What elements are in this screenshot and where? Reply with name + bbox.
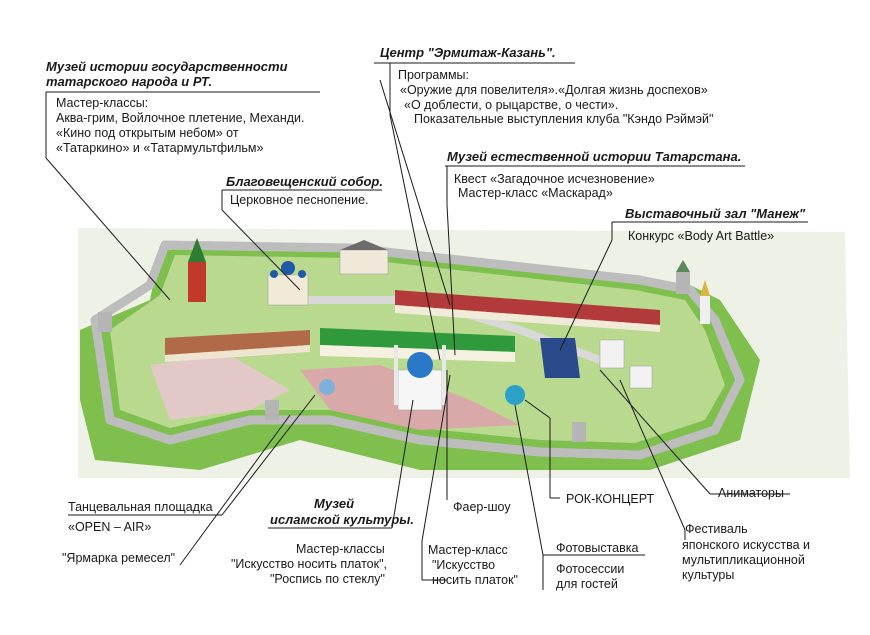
fair-label: "Ярмарка ремесел" xyxy=(62,551,176,565)
dance-line-1: Танцевальная площадка xyxy=(68,500,213,514)
islamic-line-2: "Искусство носить платок", xyxy=(231,557,387,571)
fountain-dome xyxy=(505,385,525,405)
fountain-small xyxy=(319,379,335,395)
photo-line-2: Фотосессии xyxy=(556,562,625,576)
festival-line-2: японского искусства и xyxy=(682,538,810,552)
master-class-line-3: носить платок" xyxy=(432,573,518,587)
museum-tatar-line-3: «Кино под открытым небом» от xyxy=(56,126,239,140)
master-class-line-1: Мастер-класс xyxy=(428,543,508,557)
dance-line-2: «OPEN – AIR» xyxy=(68,520,152,534)
plaza-left xyxy=(150,355,290,420)
festival-line-1: Фестиваль xyxy=(685,522,748,536)
west-building xyxy=(165,330,310,355)
rock-label: РОК-КОНЦЕРТ xyxy=(566,492,655,506)
cathedral-line-1: Церковное песнопение. xyxy=(230,193,369,207)
museum-tatar-line-1: Мастер-классы: xyxy=(56,96,149,110)
manezh-line-1: Конкурс «Body Art Battle» xyxy=(628,229,775,243)
festival-line-3: мультипликационной xyxy=(682,553,805,567)
photo-line-1: Фотовыставка xyxy=(556,541,639,555)
leader-lines xyxy=(45,62,808,590)
museum-tatar-title-2: татарского народа и РТ. xyxy=(46,74,213,89)
kremlin-wall xyxy=(90,240,745,460)
ne-tower xyxy=(676,272,690,294)
fire-show-label: Фаер-шоу xyxy=(453,500,511,514)
natural-museum-line-1: Квест «Загадочное исчезновение» xyxy=(454,172,655,186)
natural-museum-building xyxy=(320,328,515,352)
spasskaya-tower xyxy=(188,262,206,302)
islamic-line-3: "Роспись по стеклу" xyxy=(270,572,385,586)
natural-museum-line-2: Мастер-класс «Маскарад» xyxy=(458,186,613,200)
natural-museum-title: Музей естественной истории Татарстана. xyxy=(447,149,742,164)
hermitage-line-1: Программы: xyxy=(398,68,469,82)
master-class-line-2: "Искусство xyxy=(432,558,496,572)
festival-line-4: культуры xyxy=(682,568,735,582)
cathedral-title: Благовещенский собор. xyxy=(226,174,383,189)
museum-tatar-title-1: Музей истории государственности xyxy=(46,59,288,74)
animators-label: Аниматоры xyxy=(718,486,784,500)
islamic-title-2: исламской культуры. xyxy=(270,512,414,527)
islamic-line-1: Мастер-классы xyxy=(296,542,385,556)
hermitage-line-3: «О доблести, о рыцарстве, о чести». xyxy=(404,98,619,112)
hermitage-line-4: Показательные выступления клуба "Кэндо Р… xyxy=(414,112,714,126)
museum-tatar-line-4: «Татаркино» и «Татармультфильм» xyxy=(56,141,264,155)
cathedral xyxy=(267,274,309,306)
islamic-title-1: Музей xyxy=(314,496,355,511)
photo-line-3: для гостей xyxy=(556,577,618,591)
hermitage-building xyxy=(395,290,660,325)
museum-tatar-line-2: Аква-грим, Войлочное плетение, Механди. xyxy=(56,111,305,125)
hermitage-line-2: «Оружие для повелителя».«Долгая жизнь до… xyxy=(400,83,708,97)
manezh-building xyxy=(540,338,580,378)
manezh-title: Выставочный зал "Манеж" xyxy=(625,206,806,221)
hermitage-title: Центр "Эрмитаж-Казань". xyxy=(380,45,556,60)
